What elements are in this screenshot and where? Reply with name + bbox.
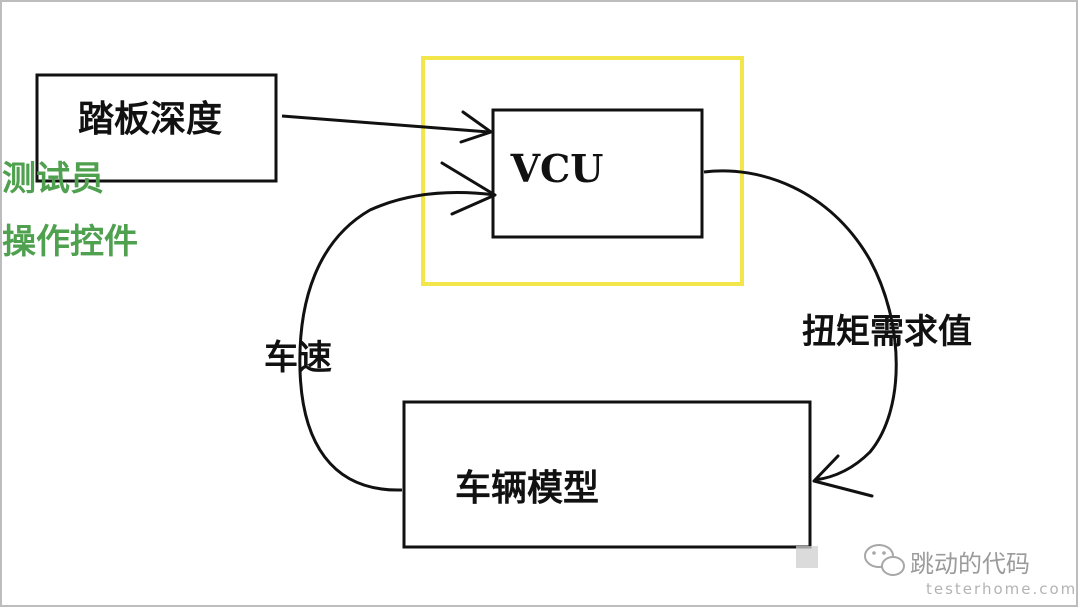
watermark-site: testerhome.com <box>926 580 1077 598</box>
wechat-icon <box>864 544 905 576</box>
vehicle-speed-arrow <box>298 161 497 492</box>
pedal-to-vcu-arrow <box>281 110 493 144</box>
vehicle-model-box <box>402 400 812 549</box>
torque-demand-curve <box>703 169 898 482</box>
watermark-channel-name: 跳动的代码 <box>910 550 1030 578</box>
torque-demand-label: 扭矩需求值 <box>802 312 972 352</box>
vehicle-speed-label: 车速 <box>264 338 332 378</box>
pedal-depth-box <box>35 73 278 183</box>
tester-note-line2: 操作控件 <box>2 222 138 262</box>
pedal-to-vcu-line <box>281 114 490 134</box>
watermark-smudge <box>796 546 818 568</box>
torque-demand-arrowhead <box>812 454 874 498</box>
tester-note-line1: 测试员 <box>2 159 104 199</box>
pedal-depth-label: 踏板深度 <box>78 98 222 140</box>
vehicle-speed-curve <box>298 191 496 492</box>
vehicle-speed-arrowhead <box>440 161 497 216</box>
vehicle-model-label: 车辆模型 <box>455 467 599 509</box>
vcu-label: VCU <box>510 146 604 191</box>
vcu-box <box>491 108 704 239</box>
pedal-to-vcu-arrowhead <box>459 110 493 144</box>
torque-demand-arrow <box>703 169 898 498</box>
watermark: 跳动的代码 testerhome.com <box>796 544 1077 598</box>
